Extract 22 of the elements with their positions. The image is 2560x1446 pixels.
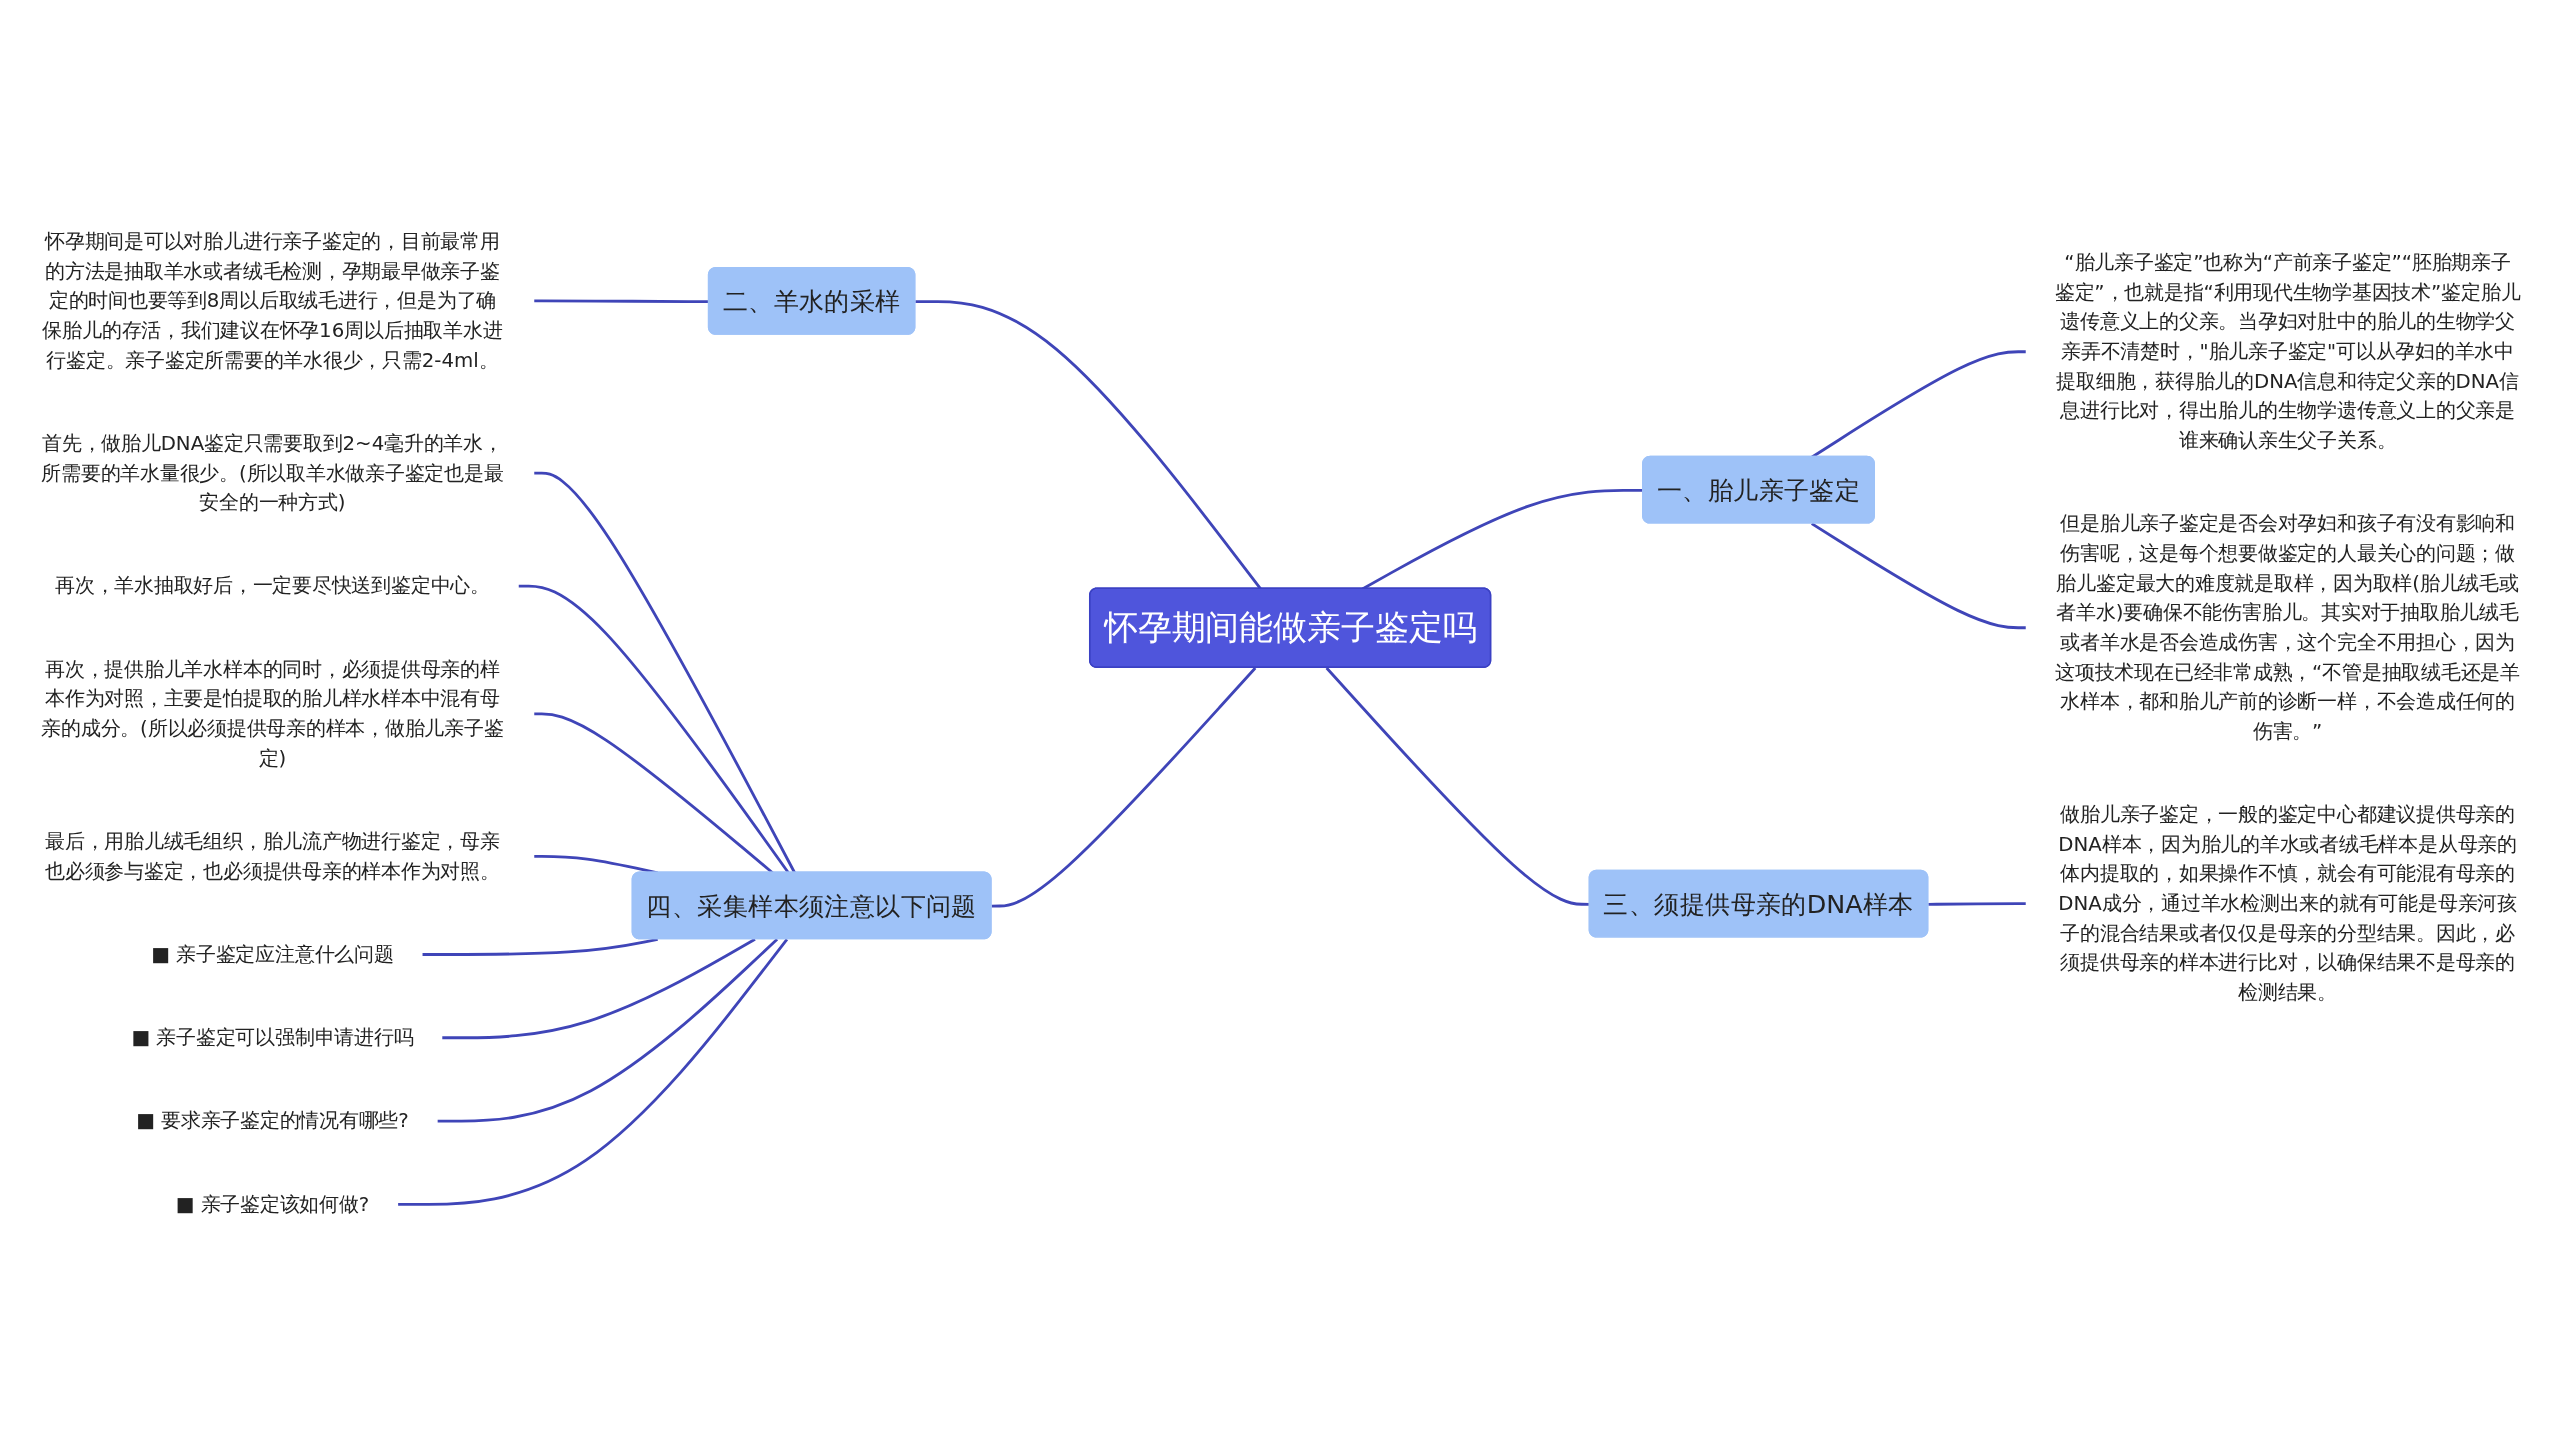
connector <box>421 937 658 956</box>
connector <box>436 938 779 1123</box>
node-text: “胎儿亲子鉴定”也称为“产前亲子鉴定”“胚胎期亲子鉴定”，也就是指“利用现代生物学基因技术”鉴定胎儿遗传意义上的父亲。当孕妇对肚中的胎儿的生物学父亲弄不清楚时，"胎儿亲子鉴定"可以从孕妇的羊水中提取细胞，获得胎儿的DNA信息和待定父亲的DNA信息进行比对，得出胎儿的生物学遗传意义上的父亲是谁来确认亲生父子关系。 <box>2054 250 2521 452</box>
connector <box>397 938 789 1206</box>
node-text: 怀孕期间是可以对胎儿进行亲子鉴定的，目前最常用的方法是抽取羊水或者绒毛检测，孕期最早做亲子鉴定的时间也要等到8周以后取绒毛进行，但是为了确保胎儿的存活，我们建议在怀孕16周以后抽取羊水进行鉴定。亲子鉴定所需要的羊水很少，只需2-4ml。 <box>42 229 503 371</box>
connector <box>533 471 797 874</box>
node-text: ■ 亲子鉴定该如何做? <box>175 1192 370 1215</box>
node-text: ■ 要求亲子鉴定的情况有哪些? <box>136 1109 409 1132</box>
node-text: 最后，用胎儿绒毛组织，胎儿流产物进行鉴定，母亲也必须参与鉴定，也必须提供母亲的样本作为对照。 <box>45 829 500 882</box>
node-text: 再次，羊水抽取好后，一定要尽快送到鉴定中心。 <box>55 574 490 597</box>
connector <box>518 584 790 874</box>
connector <box>441 938 756 1040</box>
connector <box>915 300 1262 590</box>
node-text: ■ 亲子鉴定可以强制申请进行吗 <box>131 1025 414 1049</box>
connector <box>991 667 1257 908</box>
node-text: ■ 亲子鉴定应注意什么问题 <box>151 942 394 966</box>
node-text: 再次，提供胎儿羊水样本的同时，必须提供母亲的样本作为对照，主要是怕提取的胎儿样水样本中混有母亲的成分。(所以必须提供母亲的样本，做胎儿亲子鉴定) <box>41 657 504 769</box>
node-text: 首先，做胎儿DNA鉴定只需要取到2~4毫升的羊水，所需要的羊水量很少。(所以取羊水做亲子鉴定也是最安全的一种方式) <box>41 431 504 514</box>
node-text: 做胎儿亲子鉴定，一般的鉴定中心都建议提供母亲的DNA样本，因为胎儿的羊水或者绒毛样本是从母亲的体内提取的，如果操作不慎，就会有可能混有母亲的DNA成分，通过羊水检测出来的就有可能是母亲河孩子的混合结果或者仅仅是母亲的分型结果。因此，必须提供母亲的样本进行比对，以确保结果不是母亲的检测结果。 <box>2058 802 2517 1004</box>
node-text: 但是胎儿亲子鉴定是否会对孕妇和孩子有没有影响和伤害呢，这是每个想要做鉴定的人最关心的问题；做胎儿鉴定最大的难度就是取样，因为取样(胎儿绒毛或者羊水)要确保不能伤害胎儿。其实对于抽取胎儿绒毛或者羊水是否会造成伤害，这个完全不用担心，因为这项技术现在已经非常成熟，“不管是抽取绒毛还是羊水样本，都和胎儿产前的诊断一样，不会造成任何的伤害。” <box>2055 511 2520 743</box>
connector <box>1811 522 2027 630</box>
connector <box>1928 902 2027 906</box>
